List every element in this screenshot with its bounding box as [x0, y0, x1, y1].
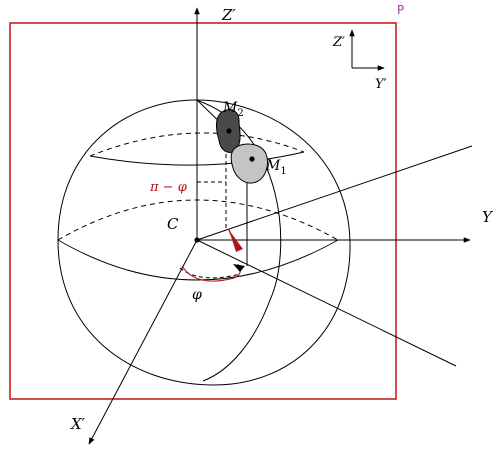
m2-label: M2 — [222, 100, 244, 119]
m1-blob — [230, 143, 269, 184]
ray-upper-right — [196, 145, 473, 241]
center-label: C — [167, 215, 179, 233]
ray-lower-right — [196, 239, 457, 367]
z-axis-label: Z′ — [221, 6, 236, 24]
upper-latitude-back — [89, 132, 305, 157]
x-axis — [88, 239, 198, 445]
plane-frame — [9, 22, 397, 400]
inset-z-label: Z′ — [332, 35, 345, 50]
phi-label: φ — [192, 287, 202, 303]
rotation-circle — [179, 267, 241, 279]
phi-arc — [181, 263, 241, 282]
sphere-outline — [57, 99, 351, 386]
m2-point — [226, 128, 232, 134]
plane-label: P — [397, 3, 404, 17]
upper-latitude-front — [89, 151, 305, 166]
phi-arc-arrowhead — [233, 264, 245, 272]
pi-minus-phi-arrow — [229, 230, 243, 252]
meridian-curve — [195, 99, 282, 382]
pi-minus-phi-arrow-tip — [228, 229, 237, 247]
m1-label: M1 — [265, 158, 287, 177]
x-axis-label: X′ — [70, 415, 86, 433]
inset-y-label: Y′ — [375, 77, 387, 92]
y-axis-label: Y — [482, 208, 494, 226]
center-point — [194, 237, 200, 243]
pi-minus-phi-label: π − φ — [149, 180, 188, 195]
equator-front — [57, 239, 339, 281]
m1-point — [249, 156, 255, 162]
